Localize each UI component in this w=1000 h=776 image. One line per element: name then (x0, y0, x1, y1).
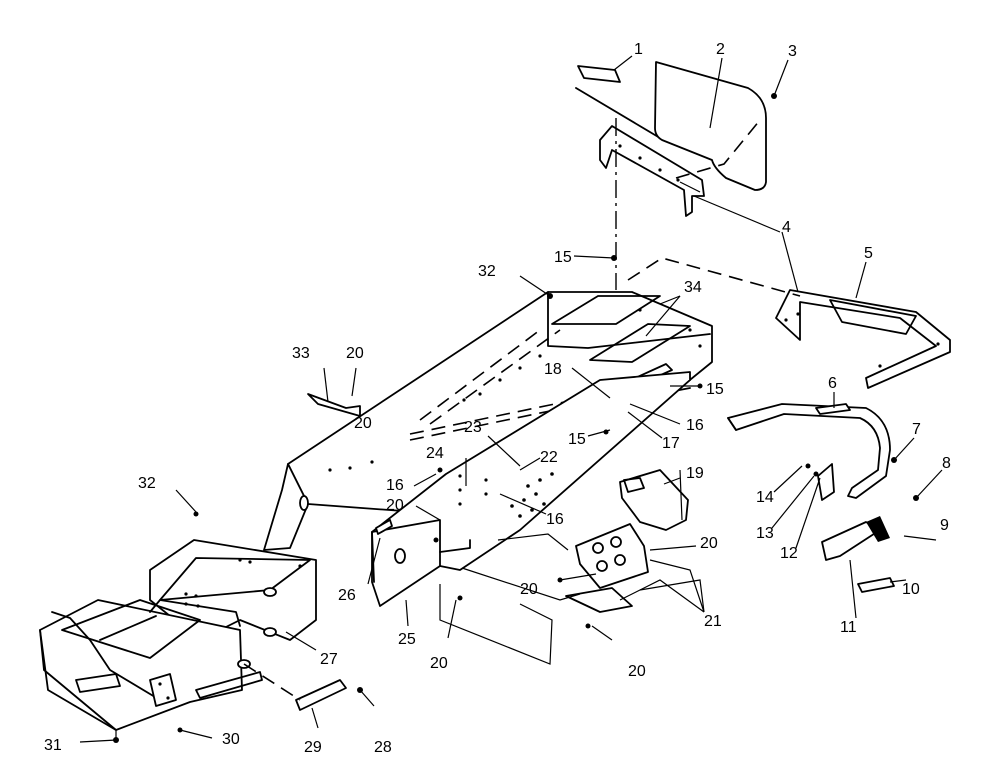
fasteners (113, 93, 919, 743)
callout-17: 17 (662, 435, 680, 452)
part-29-strip (243, 663, 347, 711)
callout-20-center: 20 (520, 581, 538, 598)
callout-15-mid: 15 (706, 381, 724, 398)
front-bumper-assembly (39, 539, 317, 731)
part-21-bracket (565, 523, 649, 613)
callout-25: 25 (398, 631, 416, 648)
callout-7: 7 (912, 421, 921, 438)
callout-13: 13 (756, 525, 774, 542)
callout-5: 5 (864, 245, 873, 262)
callout-labels: 1 2 3 4 5 6 7 8 9 10 11 12 13 14 15 15 1… (44, 41, 951, 756)
callout-16-right: 16 (686, 417, 704, 434)
callout-2: 2 (716, 41, 725, 58)
callout-26: 26 (338, 587, 356, 604)
callout-20-extra: 20 (354, 415, 372, 432)
part-6-strip (815, 403, 851, 415)
callout-15-top: 15 (554, 249, 572, 266)
part-1-plate (575, 65, 661, 139)
callout-16-left: 16 (386, 477, 404, 494)
callout-6: 6 (828, 375, 837, 392)
callout-20-left: 20 (386, 497, 404, 514)
callout-27: 27 (320, 651, 338, 668)
part-19-cover (619, 469, 689, 531)
callout-29: 29 (304, 739, 322, 756)
callout-30: 30 (222, 731, 240, 748)
callout-32-left: 32 (138, 475, 156, 492)
callout-23: 23 (464, 419, 482, 436)
callout-24: 24 (426, 445, 444, 462)
part-33-bracket (307, 393, 361, 417)
callout-1: 1 (634, 41, 643, 58)
part-7-rail (727, 403, 891, 499)
front-lower-frame (371, 371, 691, 607)
callout-10: 10 (902, 581, 920, 598)
callout-20-bottom: 20 (430, 655, 448, 672)
callout-4: 4 (782, 219, 791, 236)
callout-19: 19 (686, 465, 704, 482)
callout-11: 11 (840, 619, 857, 636)
part-11-ski (821, 516, 895, 593)
callout-34: 34 (684, 279, 702, 296)
callout-20-top: 20 (346, 345, 364, 362)
callout-28: 28 (374, 739, 392, 756)
callout-3: 3 (788, 43, 797, 60)
callout-32-top: 32 (478, 263, 496, 280)
callout-21: 21 (704, 613, 722, 630)
callout-12: 12 (780, 545, 798, 562)
callout-22: 22 (540, 449, 558, 466)
callout-15-low: 15 (568, 431, 586, 448)
assembly-lines (615, 118, 801, 521)
callout-16-center: 16 (546, 511, 564, 528)
lower-dashed-outline (439, 533, 581, 665)
callout-8: 8 (942, 455, 951, 472)
callout-20-right: 20 (700, 535, 718, 552)
part-5-rear-plate (775, 289, 951, 389)
callout-31: 31 (44, 737, 62, 754)
callout-18: 18 (544, 361, 562, 378)
callout-20-bottom-right: 20 (628, 663, 646, 680)
callout-9: 9 (940, 517, 949, 534)
part-4-upper-bracket (599, 125, 705, 217)
callout-14: 14 (756, 489, 774, 506)
part-12-bracket (817, 463, 835, 501)
part-26-strip (375, 519, 393, 535)
callout-33: 33 (292, 345, 310, 362)
